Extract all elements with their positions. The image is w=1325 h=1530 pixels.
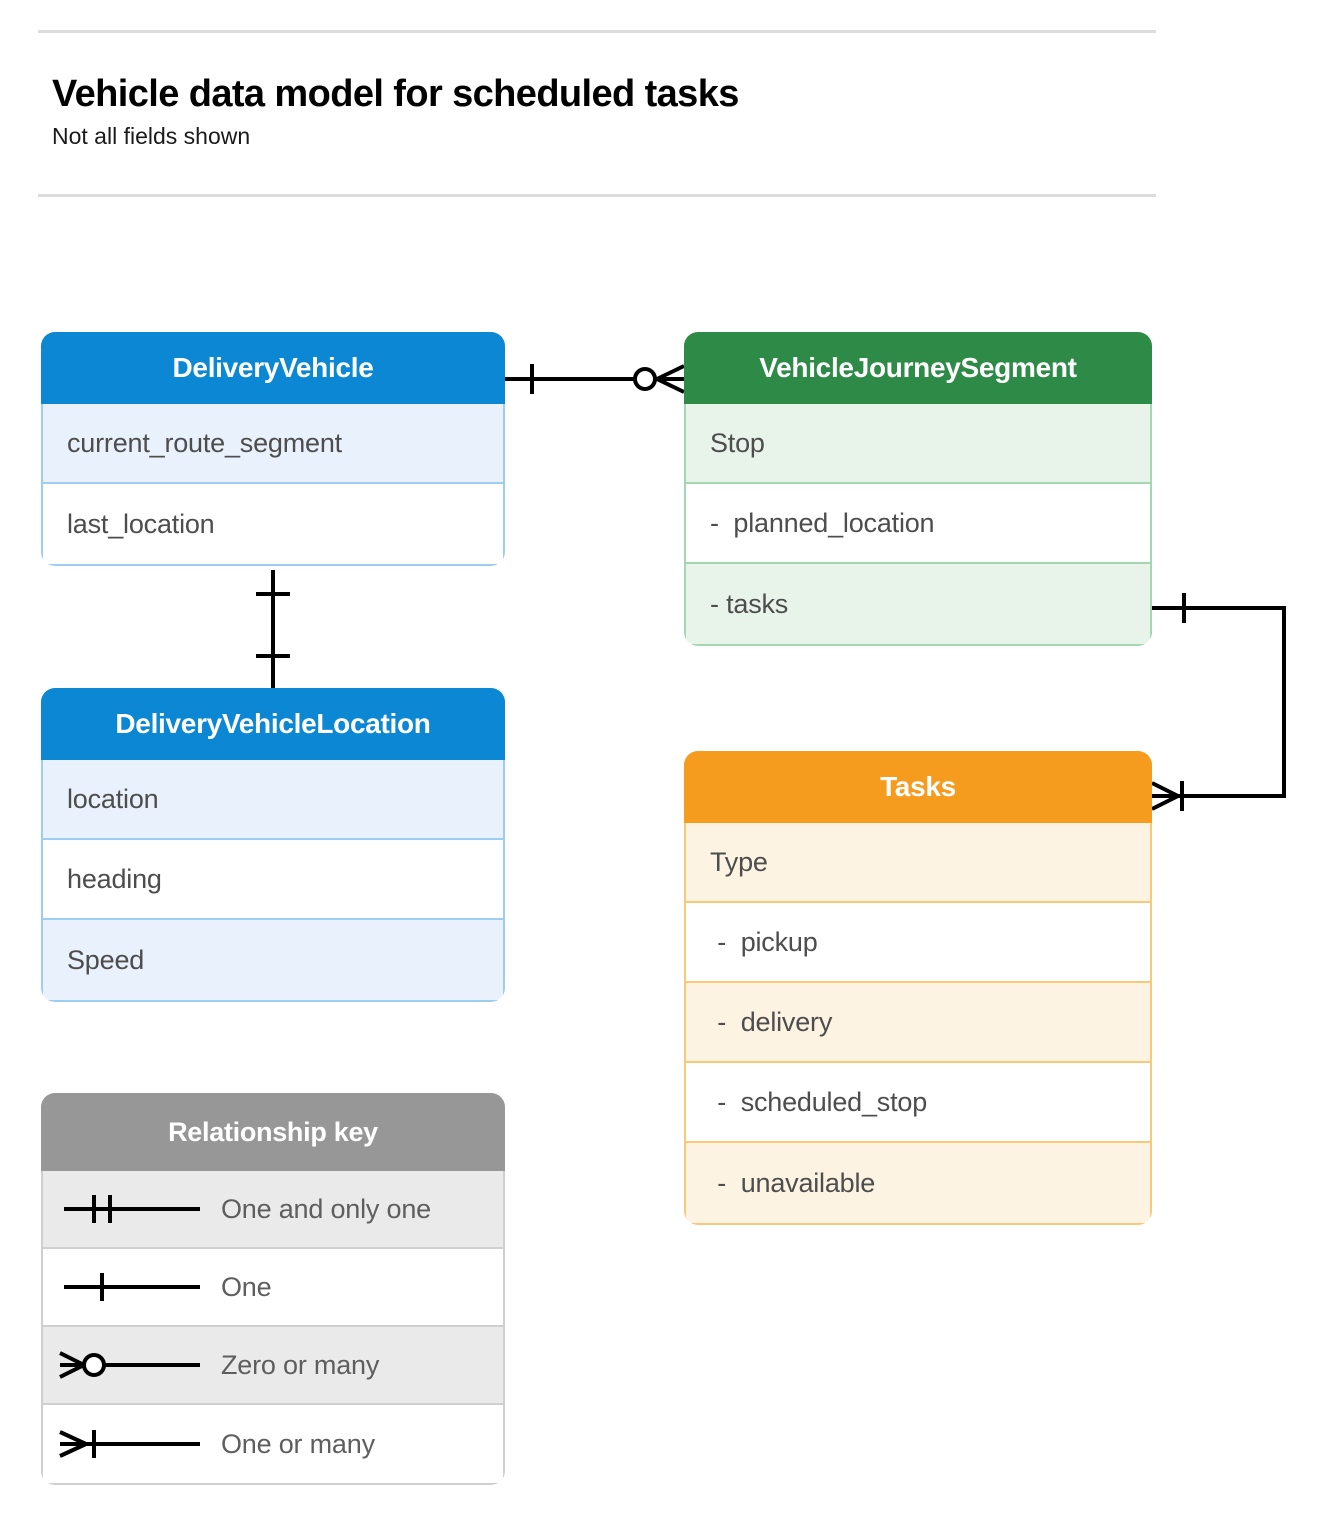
legend-row: Zero or many <box>43 1327 503 1405</box>
legend-label: Zero or many <box>221 1349 380 1380</box>
entity-header-delivery-vehicle-location: DeliveryVehicleLocation <box>41 688 505 760</box>
field-row[interactable]: - planned_location <box>686 484 1150 564</box>
one-or-many-icon <box>43 1424 221 1464</box>
legend-label: One and only one <box>221 1193 431 1224</box>
field-row[interactable]: - pickup <box>686 903 1150 983</box>
field-row[interactable]: current_route_segment <box>43 404 503 484</box>
entity-header-tasks: Tasks <box>684 751 1152 823</box>
entity-fields-vehicle-journey-segment: Stop - planned_location - tasks <box>684 404 1152 646</box>
entity-delivery-vehicle[interactable]: DeliveryVehicle current_route_segment la… <box>41 332 505 566</box>
entity-vehicle-journey-segment[interactable]: VehicleJourneySegment Stop - planned_loc… <box>684 332 1152 646</box>
zero-or-many-icon <box>43 1345 221 1385</box>
connector-tasks-field-tasks-entity <box>1151 593 1286 811</box>
header-rule-top <box>38 30 1156 33</box>
entity-fields-delivery-vehicle-location: location heading Speed <box>41 760 505 1002</box>
page-title: Vehicle data model for scheduled tasks <box>52 73 739 115</box>
entity-fields-tasks: Type - pickup - delivery - scheduled_sto… <box>684 823 1152 1225</box>
field-row[interactable]: location <box>43 760 503 840</box>
field-row[interactable]: - scheduled_stop <box>686 1063 1150 1143</box>
connector-deliveryvehicle-vehiclejourneysegment <box>505 364 685 394</box>
field-row[interactable]: Stop <box>686 404 1150 484</box>
field-row[interactable]: last_location <box>43 484 503 564</box>
entity-fields-delivery-vehicle: current_route_segment last_location <box>41 404 505 566</box>
entity-header-delivery-vehicle: DeliveryVehicle <box>41 332 505 404</box>
entity-tasks[interactable]: Tasks Type - pickup - delivery - schedul… <box>684 751 1152 1225</box>
field-row[interactable]: - tasks <box>686 564 1150 644</box>
one-icon <box>43 1267 221 1307</box>
one-and-only-one-icon <box>43 1189 221 1229</box>
relationship-key-legend: Relationship key One and only one <box>41 1093 505 1485</box>
header-rule-bottom <box>38 194 1156 198</box>
field-row[interactable]: Speed <box>43 920 503 1000</box>
legend-label: One or many <box>221 1428 375 1459</box>
field-row[interactable]: heading <box>43 840 503 920</box>
page-header: Vehicle data model for scheduled tasks N… <box>38 30 1156 198</box>
field-row[interactable]: - delivery <box>686 983 1150 1063</box>
field-row[interactable]: Type <box>686 823 1150 903</box>
entity-delivery-vehicle-location[interactable]: DeliveryVehicleLocation location heading… <box>41 688 505 1002</box>
legend-title: Relationship key <box>41 1093 505 1171</box>
legend-row: One and only one <box>43 1171 503 1249</box>
entity-header-vehicle-journey-segment: VehicleJourneySegment <box>684 332 1152 404</box>
legend-rows: One and only one One <box>41 1171 505 1485</box>
legend-label: One <box>221 1271 272 1302</box>
legend-row: One or many <box>43 1405 503 1483</box>
field-row[interactable]: - unavailable <box>686 1143 1150 1223</box>
page-subtitle: Not all fields shown <box>52 122 251 149</box>
connector-deliveryvehicle-deliveryvehiclelocation <box>256 570 290 688</box>
legend-row: One <box>43 1249 503 1327</box>
